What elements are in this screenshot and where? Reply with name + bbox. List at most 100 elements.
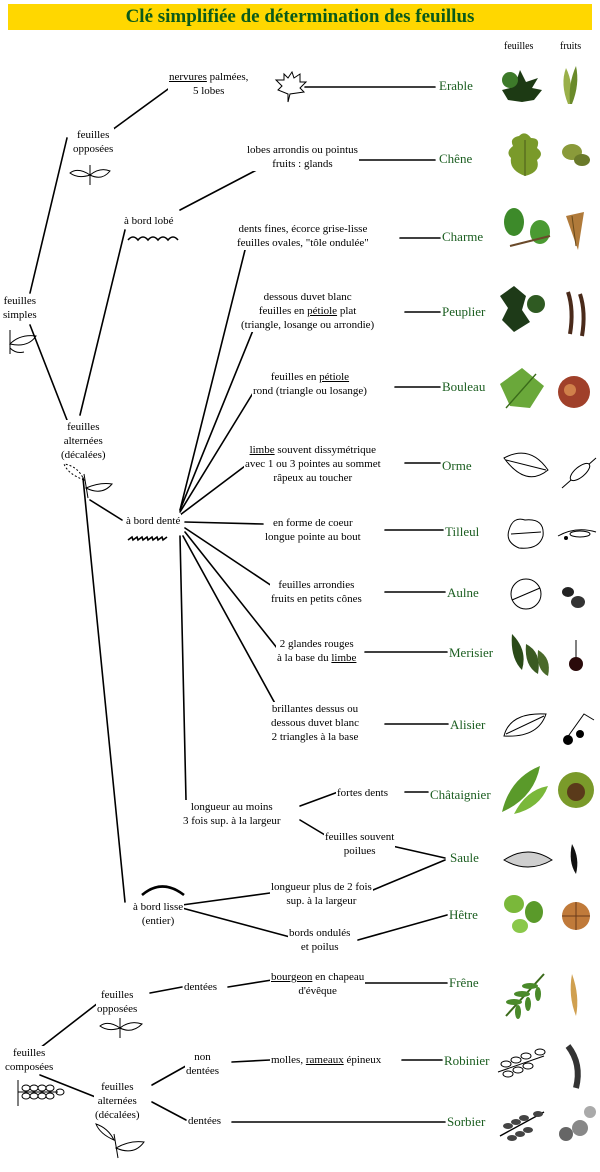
criterion-peuplier: dessous duvet blanc feuilles en pétiole …: [240, 290, 376, 332]
bouleau-leaf-icon: [500, 368, 544, 409]
robinier-leaf-icon: [497, 1048, 546, 1078]
branch-line: [357, 914, 448, 941]
branch-line: [181, 892, 271, 906]
species-aulne: Aulne: [446, 585, 480, 601]
page-title: Clé simplifiée de détermination des feui…: [8, 4, 592, 30]
palmate-leaf-icon: [274, 70, 308, 103]
branch-line: [372, 859, 446, 891]
branch-line: [299, 791, 339, 807]
branch-line: [179, 535, 187, 801]
criterion-chataignier: fortes dents: [336, 786, 390, 800]
group-lobed-edge: à bord lobé: [123, 214, 175, 228]
dentate-edge-icon: [127, 535, 168, 542]
opposite-leaves-icon: [69, 165, 111, 185]
fruit-pictures: [557, 66, 597, 1141]
tilleul-fruit-icon: [557, 529, 597, 540]
tilleul-leaf-icon: [507, 518, 544, 549]
alternate-leaves-icon: [63, 463, 113, 499]
species-orme: Orme: [441, 458, 473, 474]
branch-line: [184, 521, 264, 525]
saule-leaf-icon: [503, 851, 553, 868]
group-compound-toothed-2: dentées: [187, 1114, 222, 1128]
species-chataignier: Châtaignier: [429, 787, 492, 803]
peuplier-leaf-icon: [500, 286, 545, 332]
branch-line: [39, 1074, 99, 1099]
hetre-leaf-icon: [504, 895, 543, 933]
branch-line: [179, 237, 249, 511]
chataignier-leaf-icon: [502, 766, 548, 814]
species-saule: Saule: [449, 850, 480, 866]
simple-leaf-icon: [9, 330, 37, 354]
smooth-edge-icon: [141, 885, 185, 897]
orme-leaf-icon: [503, 452, 549, 478]
branch-line: [149, 986, 183, 994]
species-tilleul: Tilleul: [444, 524, 481, 540]
branch-line: [227, 979, 273, 988]
branch-line: [151, 1101, 187, 1121]
criterion-erable: nervures palmées,5 lobes: [168, 70, 250, 98]
erable-fruit-icon: [563, 66, 578, 104]
frene-leaf-icon: [505, 973, 545, 1019]
species-bouleau: Bouleau: [441, 379, 487, 395]
peuplier-fruit-icon: [566, 291, 586, 337]
branch-line: [299, 819, 326, 836]
orme-fruit-icon: [561, 457, 597, 489]
merisier-fruit-icon: [569, 640, 583, 671]
branch-line: [184, 531, 278, 649]
branch-line: [39, 1002, 99, 1049]
aulne-fruit-icon: [562, 587, 585, 608]
group-compound-toothed: dentées: [183, 980, 218, 994]
chataignier-fruit-icon: [558, 772, 594, 808]
branch-line: [79, 229, 126, 416]
leaf-pictures: [497, 70, 553, 1141]
hetre-fruit-icon: [562, 902, 590, 930]
branch-line: [391, 845, 446, 859]
species-erable: Erable: [438, 78, 474, 94]
criterion-orme: limbe souvent dissymétrique avec 1 ou 3 …: [244, 443, 382, 485]
chene-leaf-icon: [508, 133, 541, 176]
compound-alternate-icon: [95, 1123, 145, 1159]
species-alisier: Alisier: [449, 717, 487, 733]
branch-line: [181, 907, 291, 938]
branch-line: [29, 324, 68, 421]
branch-line: [82, 477, 126, 903]
group-toothed-edge: à bord denté: [125, 514, 182, 528]
species-peuplier: Peuplier: [441, 304, 487, 320]
saule-fruit-icon: [570, 844, 578, 874]
merisier-leaf-icon: [511, 634, 549, 676]
species-merisier: Merisier: [448, 645, 495, 661]
branch-line: [182, 535, 284, 719]
species-chene: Chêne: [438, 151, 474, 167]
branch-line: [179, 317, 259, 511]
aulne-leaf-icon: [510, 578, 542, 610]
robinier-fruit-icon: [565, 1044, 581, 1089]
group-smooth-edge: à bord lisse(entier): [132, 900, 185, 928]
alisier-leaf-icon: [503, 713, 547, 737]
erable-leaf-icon: [502, 70, 542, 102]
species-hetre: Hêtre: [448, 907, 479, 923]
bouleau-fruit-icon: [558, 376, 590, 408]
column-header-leaves: feuilles: [504, 41, 534, 52]
sorbier-leaf-icon: [499, 1111, 545, 1141]
branch-line: [179, 392, 254, 513]
charme-fruit-icon: [566, 212, 584, 250]
branch-line: [89, 499, 123, 521]
branch-line: [179, 459, 254, 516]
branch-line: [231, 1059, 271, 1063]
